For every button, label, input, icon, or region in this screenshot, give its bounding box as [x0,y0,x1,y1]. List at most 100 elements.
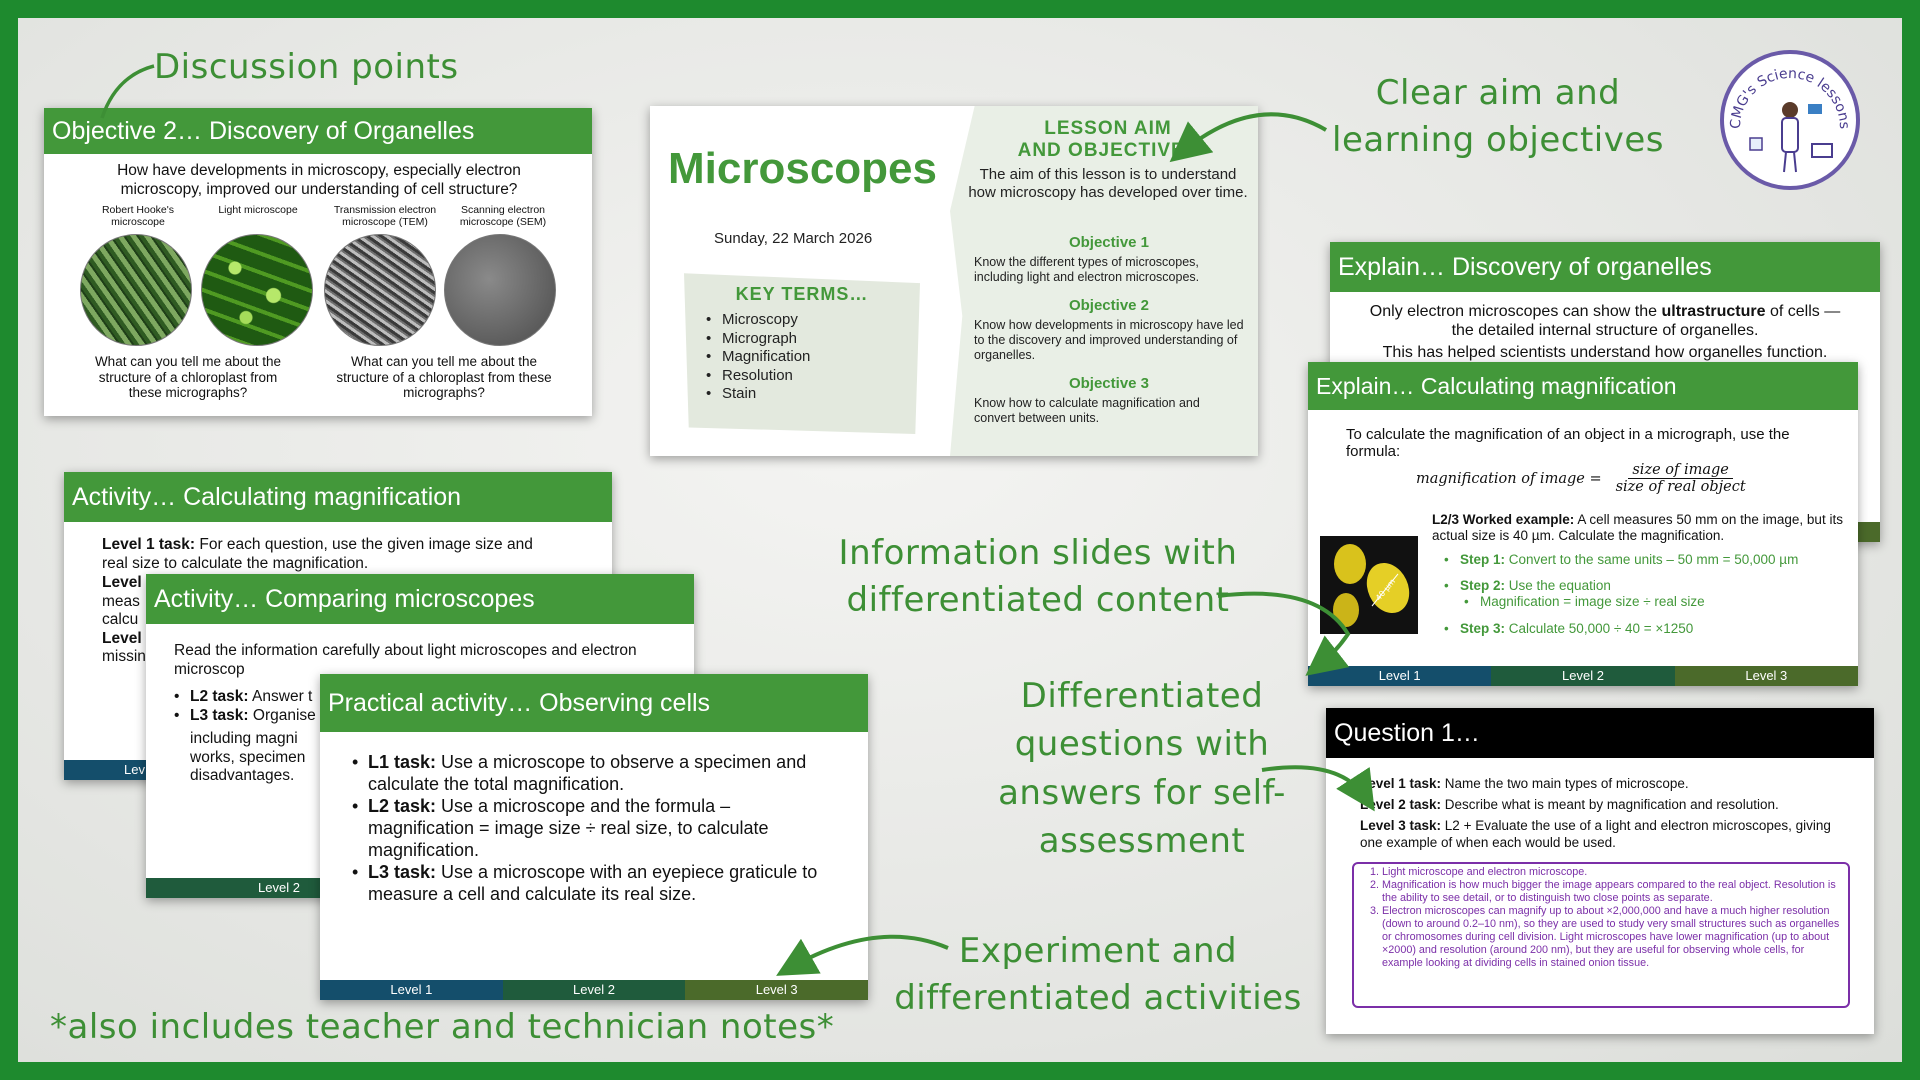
l1-task-text: Level 1 task: For each question, use the… [102,536,533,572]
frag-line: works, specimen [190,748,306,766]
micrograph-light [201,234,313,346]
step-3: Step 3: Calculate 50,000 ÷ 40 = ×1250 [1440,621,1840,637]
organelles-text-2: This has helped scientists understand ho… [1382,344,1828,362]
label-tem: Transmission electron microscope (TEM) [333,204,437,229]
callout-info-line-2: differentiated content [846,579,1230,620]
callout-aim-line-2: learning objectives [1332,119,1664,160]
slide-title: Practical activity… Observing cells [320,674,868,732]
worked-steps: Step 1: Convert to the same units – 50 m… [1440,552,1840,637]
formula-numerator: size of image [1628,462,1733,479]
slide-objective-2: Objective 2… Discovery of Organelles How… [44,108,592,416]
callout-aim-line-1: Clear aim and [1375,73,1621,113]
slide-explain-magnification: Explain… Calculating magnification To ca… [1308,362,1858,686]
question-level-3: Level 3 task: L2 + Evaluate the use of a… [1360,818,1831,850]
frag-line: disadvantages. [190,767,295,785]
key-term: Stain [702,385,920,404]
formula-lhs: magnification of image = [1416,470,1602,487]
callout-experiment: Experiment and differentiated activities [878,928,1318,1022]
callout-exp-line-1: Experiment and [958,931,1238,971]
frag-line: including magni [190,730,298,747]
lesson-date: Sunday, 22 March 2026 [714,230,873,247]
level-tab-frag[interactable]: Lev [124,762,145,777]
frag-line: Level [102,629,142,647]
slide-title: Explain… Calculating magnification [1308,362,1858,410]
practical-l2: L2 task: Use a microscope and the formul… [348,796,838,862]
level-2-tab[interactable]: Level 2 [502,980,686,1000]
callout-discussion-points: Discussion points [154,47,459,87]
cmg-logo: CMG's Science lessons [1718,48,1862,192]
frag-line: calcu [102,611,139,629]
key-term: Micrograph [702,330,920,349]
organelles-text: Only electron microscopes can show the u… [1369,303,1841,340]
aim-heading-line-2: AND OBJECTIVES [1017,139,1199,161]
micrograph-hooke [80,234,192,346]
slide-title: Activity… Comparing microscopes [146,574,694,624]
micrograph-sem [444,234,556,346]
magnification-formula: magnification of image = size of image s… [1416,462,1750,495]
slide-title: Question 1… [1326,708,1874,758]
level-bar: Level 1 Level 2 Level 3 [1308,666,1858,686]
worked-example: L2/3 Worked example: A cell measures 50 … [1432,512,1843,543]
key-term: Resolution [702,367,920,386]
key-term: Magnification [702,348,920,367]
comp-l3-task: L3 task: Organise [170,707,370,726]
level-2-tab[interactable]: Level 2 [1491,666,1675,686]
objective-1-text: Know the different types of microscopes,… [974,255,1200,284]
callout-info-line-1: Information slides with [838,533,1238,573]
discussion-question: How have developments in microscopy, esp… [117,162,521,198]
level-3-tab[interactable]: Level 3 [1674,666,1858,686]
aim-panel-bg [950,106,1258,456]
pollen-micrograph: 40 µm [1320,536,1418,634]
label-light: Light microscope [218,204,298,216]
label-sem: Scanning electron microscope (SEM) [459,204,547,229]
aim-heading-line-1: LESSON AIM [1044,118,1172,139]
objective-1-heading: Objective 1 [1068,234,1150,251]
comp-intro: Read the information carefully about lig… [174,642,637,678]
slide-practical-activity: Practical activity… Observing cells L1 t… [320,674,868,1000]
prompt-left: What can you tell me about the structure… [94,354,282,401]
question-level-2: Level 2 task: Describe what is meant by … [1360,797,1779,813]
aim-text: The aim of this lesson is to understand … [968,165,1248,201]
answers-box: Light microscope and electron microscope… [1352,862,1850,1008]
frag-line: missin [102,648,146,666]
callout-q-line-3: answers for self- [998,772,1286,813]
level-2-tab[interactable]: Level 2 [258,880,300,895]
level-3-tab[interactable]: Level 3 [685,980,868,1000]
label-hooke: Robert Hooke's microscope [101,204,175,229]
level-1-tab[interactable]: Level 1 [1308,666,1492,686]
callout-q-line-4: assessment [1038,820,1246,861]
collage-canvas: Discussion points Clear aim and learning… [18,18,1902,1062]
callout-exp-line-2: differentiated activities [894,977,1302,1018]
title-microscopes: Microscopes [668,144,937,193]
mag-intro: To calculate the magnification of an obj… [1346,426,1790,461]
prompt-right: What can you tell me about the structure… [336,354,552,401]
level-bar: Level 1 Level 2 Level 3 [320,980,868,1000]
slide-title: Activity… Calculating magnification [64,472,612,522]
key-terms-box: KEY TERMS… Microscopy Micrograph Magnifi… [684,273,920,434]
step-1: Step 1: Convert to the same units – 50 m… [1440,552,1840,568]
objective-3-heading: Objective 3 [1068,375,1150,392]
answer-2: Magnification is how much bigger the ima… [1382,879,1842,905]
callout-information-slides: Information slides with differentiated c… [818,530,1258,624]
callout-q-line-2: questions with [1014,724,1270,765]
objective-3-text: Know how to calculate magnification and … [974,396,1200,425]
objective-2-heading: Objective 2 [1068,297,1150,314]
key-terms-heading: KEY TERMS… [735,284,869,304]
step-2: Step 2: Use the equation [1440,578,1840,594]
slide-question-1: Question 1… Level 1 task: Name the two m… [1326,708,1874,1034]
frag-line: meas [102,592,140,610]
frag-line: Level [102,574,142,591]
slide-title-microscopes: Microscopes Sunday, 22 March 2026 KEY TE… [650,106,1258,456]
level-1-tab[interactable]: Level 1 [320,980,503,1000]
question-level-1: Level 1 task: Name the two main types of… [1360,776,1689,791]
callout-teacher-notes: *also includes teacher and technician no… [50,1007,835,1047]
callout-clear-aim: Clear aim and learning objectives [1278,70,1718,164]
callout-q-line-1: Differentiated [1020,676,1264,716]
practical-l3: L3 task: Use a microscope with an eyepie… [348,862,838,906]
aim-heading: LESSON AIM AND OBJECTIVES [968,118,1248,162]
slide-title: Objective 2… Discovery of Organelles [44,108,592,154]
formula-denominator: size of real object [1615,479,1746,495]
slide-title: Explain… Discovery of organelles [1330,242,1880,292]
answer-1: Light microscope and electron microscope… [1382,866,1842,879]
step-2-sub: Magnification = image size ÷ real size [1460,594,1840,610]
